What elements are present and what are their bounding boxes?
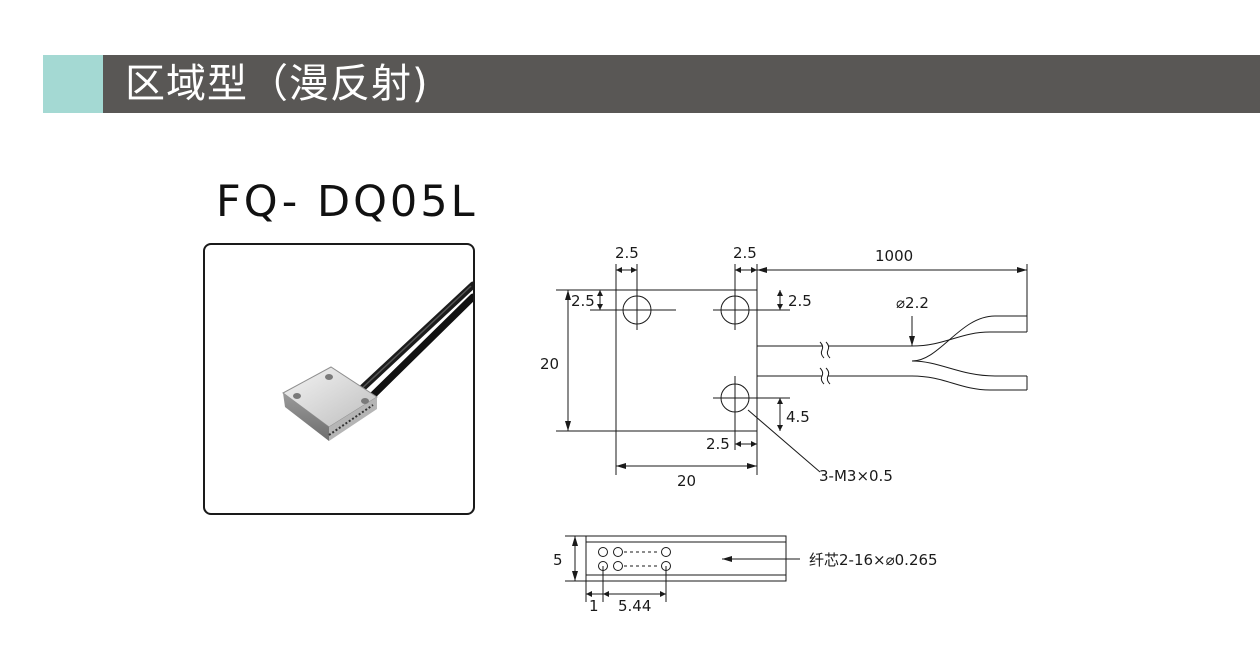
section-title: 区域型（漫反射) [125,61,429,107]
header-accent-block [43,55,103,113]
dim-hole-y-left: 2.5 [571,292,595,310]
fiber-cable-outline [757,315,1028,391]
core-callout: 纤芯2-16×⌀0.265 [809,551,938,569]
dim-hole-x-left: 2.5 [615,244,639,262]
dim-bottom-hole-x: 2.5 [706,435,730,453]
mount-hole-1 [293,393,301,399]
dim-thickness: 5 [553,551,563,569]
dim-pitch-first: 1 [589,597,599,615]
dim-pitch-span: 5.44 [618,597,651,615]
mount-hole-2 [325,374,333,380]
thread-callout: 3-M3×0.5 [819,467,893,485]
sensor-head [282,366,378,441]
dim-cable-length: 1000 [875,247,913,265]
dim-bottom-hole-y: 4.5 [786,408,810,426]
fiber-cables [351,281,473,407]
mount-hole-3 [361,398,369,404]
header-bar: 区域型（漫反射) [43,55,1260,113]
product-photo [282,281,473,441]
model-title: FQ- DQ05L [216,177,478,227]
product-photo-frame [203,243,475,515]
dim-hole-y-right: 2.5 [788,292,812,310]
dim-hole-x-right: 2.5 [733,244,757,262]
sensor-body-outline [615,289,758,432]
dim-cable-diameter: ⌀2.2 [896,294,929,312]
dim-width: 20 [677,472,696,490]
dim-height: 20 [540,355,559,373]
